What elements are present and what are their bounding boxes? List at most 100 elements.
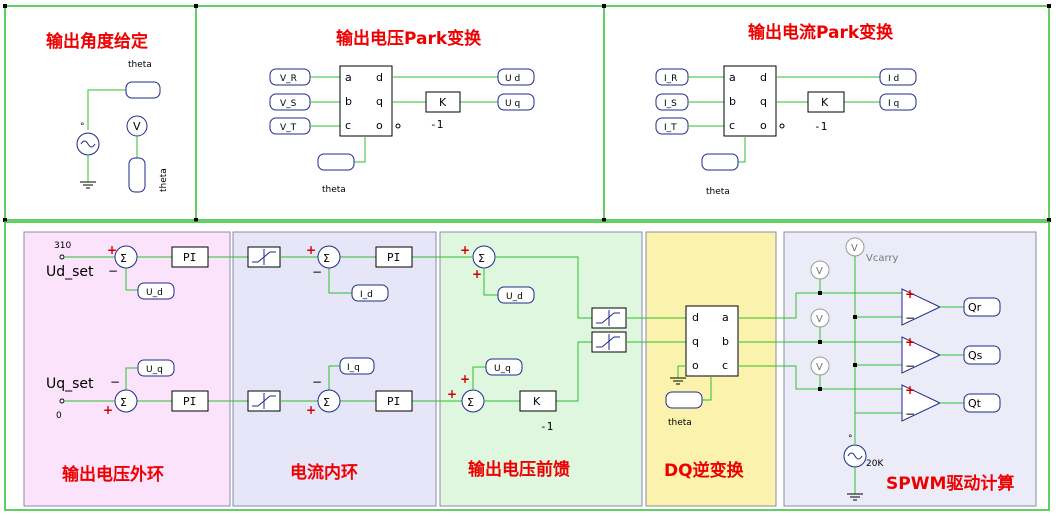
comparator-s[interactable] bbox=[901, 336, 942, 374]
svg-text:theta: theta bbox=[322, 185, 346, 195]
svg-text:+: + bbox=[306, 243, 316, 257]
tag-theta-label: theta bbox=[128, 60, 152, 70]
svg-text:V: V bbox=[816, 266, 823, 277]
svg-text:310: 310 bbox=[54, 241, 71, 251]
tag-theta-ipark[interactable] bbox=[701, 153, 739, 171]
svg-text:K: K bbox=[533, 395, 541, 408]
svg-text:+: + bbox=[460, 243, 470, 257]
svg-text:-1: -1 bbox=[540, 420, 553, 433]
sum-inner-q[interactable] bbox=[317, 389, 341, 413]
svg-text:theta: theta bbox=[668, 418, 692, 428]
sum-outer-q[interactable] bbox=[114, 389, 138, 413]
tag-iq[interactable] bbox=[879, 93, 917, 111]
svg-text:d: d bbox=[692, 311, 699, 324]
tag-id[interactable] bbox=[879, 68, 917, 86]
panel-inner-loop bbox=[232, 231, 437, 507]
tag-theta-meter[interactable] bbox=[128, 157, 146, 193]
uq-set-label: Uq_set bbox=[46, 376, 94, 392]
tag-theta-dq[interactable] bbox=[665, 391, 703, 409]
svg-text:V_T: V_T bbox=[280, 123, 297, 133]
svg-text:-1: -1 bbox=[814, 120, 827, 133]
svg-text:−: − bbox=[108, 264, 118, 278]
svg-text:−: − bbox=[312, 375, 322, 389]
svg-text:U d: U d bbox=[505, 74, 520, 84]
svg-text:PI: PI bbox=[387, 251, 400, 264]
title-spwm: SPWM驱动计算 bbox=[886, 473, 1014, 494]
sum-inner-d[interactable] bbox=[317, 245, 341, 269]
tag-i-q-inner[interactable] bbox=[339, 357, 375, 375]
outer-loop-section: 310 Ud_set Σ + − U_d PI Uq_set 0 Σ + − U… bbox=[46, 241, 248, 421]
svg-text:Σ: Σ bbox=[120, 252, 127, 265]
tag-theta-out[interactable] bbox=[125, 81, 161, 99]
svg-text:V: V bbox=[851, 243, 858, 254]
svg-text:I_T: I_T bbox=[664, 123, 677, 133]
svg-text:I_R: I_R bbox=[664, 74, 677, 84]
svg-text:c: c bbox=[345, 119, 351, 132]
ud-set-label: Ud_set bbox=[46, 264, 94, 280]
svg-text:U_q: U_q bbox=[146, 365, 163, 375]
pi-inner-d[interactable] bbox=[375, 246, 413, 268]
svg-text:PI: PI bbox=[387, 395, 400, 408]
svg-text:I_S: I_S bbox=[664, 99, 677, 109]
tag-u-q-ff[interactable] bbox=[485, 358, 523, 376]
svg-text:°: ° bbox=[80, 122, 85, 132]
bottom-panel-frame bbox=[4, 221, 1050, 511]
svg-text:V_R: V_R bbox=[280, 74, 297, 84]
title-inner: 电流内环 bbox=[290, 462, 358, 483]
svg-text:U_d: U_d bbox=[146, 288, 163, 298]
svg-text:Σ: Σ bbox=[323, 396, 330, 409]
svg-text:K: K bbox=[821, 96, 829, 109]
svg-text:V: V bbox=[816, 314, 823, 325]
tag-u-d-ff[interactable] bbox=[497, 286, 535, 304]
angle-section: theta ° V theta bbox=[76, 60, 169, 193]
title-vpark: 输出电压Park变换 bbox=[336, 28, 482, 49]
comparator-t[interactable] bbox=[901, 384, 942, 422]
park-block-current[interactable] bbox=[723, 65, 777, 137]
tag-uq[interactable] bbox=[497, 93, 535, 111]
pi-inner-q[interactable] bbox=[375, 390, 413, 412]
svg-text:o: o bbox=[376, 119, 383, 132]
svg-text:+: + bbox=[447, 387, 457, 401]
park-block-voltage[interactable] bbox=[339, 65, 393, 137]
ipark-section: I_R I_S I_T a b c d q o theta K -1 I d I… bbox=[655, 65, 917, 197]
pi-outer-d[interactable] bbox=[171, 246, 209, 268]
inner-loop-section: Σ + − I_d PI Σ + − I_q PI bbox=[247, 243, 472, 417]
dq-inverse-block[interactable] bbox=[685, 305, 739, 377]
svg-text:K: K bbox=[439, 96, 447, 109]
svg-text:Qr: Qr bbox=[968, 301, 982, 314]
tag-ud[interactable] bbox=[497, 68, 535, 86]
svg-text:0: 0 bbox=[56, 411, 62, 421]
svg-text:c: c bbox=[729, 119, 735, 132]
tag-u-d-outer[interactable] bbox=[137, 282, 175, 300]
svg-text:V: V bbox=[133, 120, 141, 133]
svg-text:b: b bbox=[729, 95, 736, 108]
tag-qs[interactable] bbox=[963, 345, 1001, 365]
svg-text:theta: theta bbox=[706, 187, 730, 197]
svg-text:V_S: V_S bbox=[280, 99, 297, 109]
svg-text:PI: PI bbox=[183, 395, 196, 408]
tag-i-d-inner[interactable] bbox=[351, 284, 389, 302]
gain-block-ff[interactable] bbox=[519, 390, 557, 412]
title-outer: 输出电压外环 bbox=[62, 464, 164, 485]
tag-qr[interactable] bbox=[963, 297, 1001, 317]
comparator-r[interactable] bbox=[901, 288, 942, 326]
tag-qt[interactable] bbox=[963, 393, 1001, 413]
svg-text:Qs: Qs bbox=[968, 349, 983, 362]
svg-text:o: o bbox=[692, 359, 699, 372]
svg-text:U q: U q bbox=[505, 99, 520, 109]
tag-theta-vpark[interactable] bbox=[317, 153, 355, 171]
gain-block-ipark[interactable] bbox=[807, 91, 845, 113]
vpark-section: V_R V_S V_T a b c d q o theta K -1 U d U… bbox=[269, 65, 535, 195]
svg-text:Σ: Σ bbox=[323, 252, 330, 265]
tag-u-q-outer[interactable] bbox=[137, 359, 175, 377]
svg-text:d: d bbox=[760, 71, 767, 84]
gain-block-vpark[interactable] bbox=[425, 91, 461, 113]
svg-text:b: b bbox=[722, 335, 729, 348]
title-dq: DQ逆变换 bbox=[664, 460, 745, 481]
svg-text:q: q bbox=[692, 335, 699, 348]
svg-text:−: − bbox=[905, 311, 915, 325]
svg-text:I_d: I_d bbox=[360, 290, 373, 300]
pi-outer-q[interactable] bbox=[171, 390, 209, 412]
